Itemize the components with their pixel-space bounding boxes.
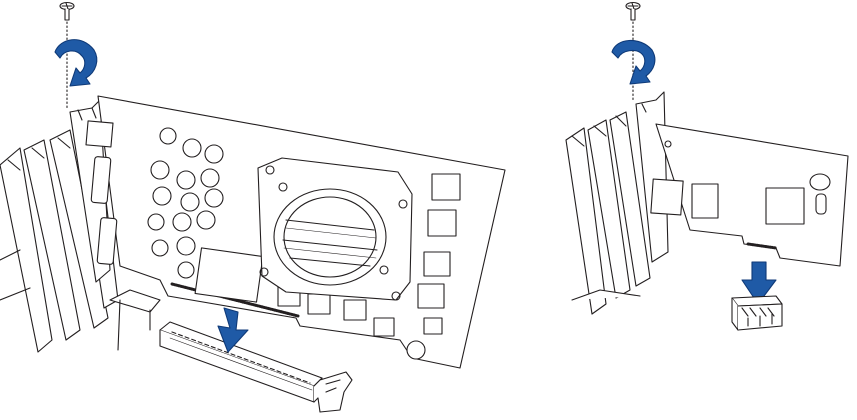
- pcie-x1-slot: [732, 296, 782, 330]
- chassis-brackets: [566, 112, 650, 314]
- graphics-card: [70, 96, 505, 368]
- large-card-installation: [0, 3, 505, 413]
- expansion-card: [636, 92, 848, 266]
- rotate-arrow-icon: [55, 40, 97, 86]
- small-card-installation: [566, 3, 848, 331]
- pcie-x16-slot: [160, 322, 352, 412]
